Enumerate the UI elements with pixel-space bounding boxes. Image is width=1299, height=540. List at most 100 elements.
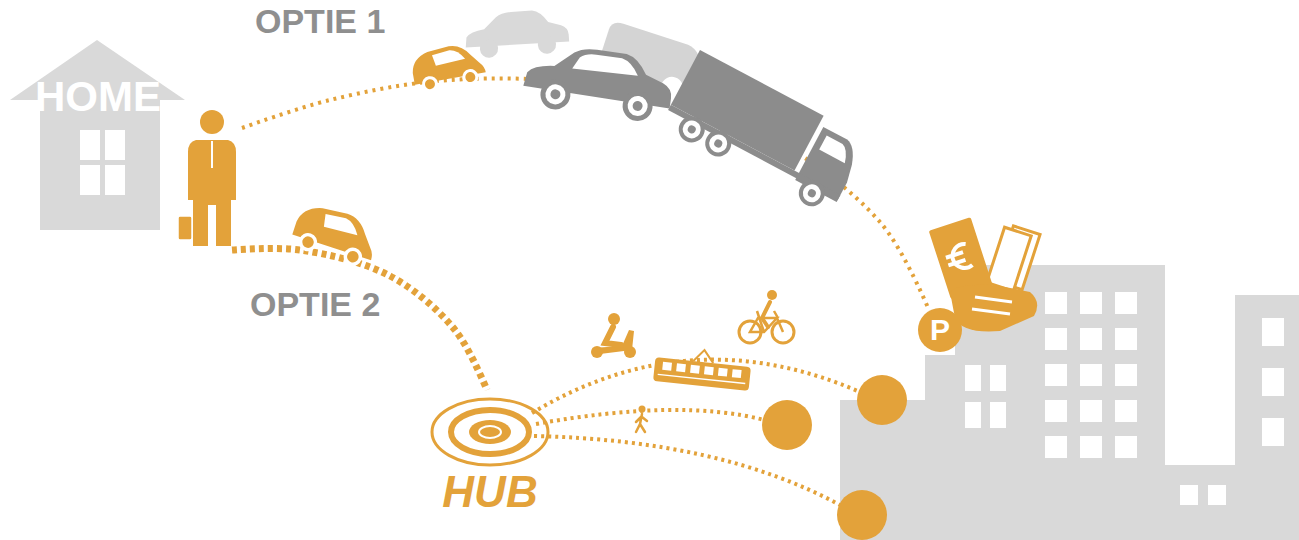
window [1045,292,1067,314]
house-window [80,165,100,195]
window [990,365,1006,391]
destination-dots [762,375,907,540]
car-wheel [544,83,567,106]
rider-body [762,302,770,327]
hub-node: HUB [425,390,555,522]
city-building [1235,295,1299,540]
car-wheel [621,89,655,123]
window [1180,485,1198,505]
hand-fist [950,285,1037,332]
route-line [536,410,764,424]
window [1262,418,1284,446]
tram-icon [653,345,752,391]
car-window [572,52,640,78]
destination-dot [857,375,907,425]
window [1045,328,1067,350]
pedestrian-head [639,406,646,413]
bank-notes [987,223,1040,293]
window [1115,328,1137,350]
truck-window [819,135,852,163]
home-node: HOME [10,38,242,250]
person-suit [188,140,236,246]
window [1080,328,1102,350]
parking-circle [918,308,962,352]
car-wheel [296,231,319,254]
gray-car [463,8,569,59]
route-line [232,248,487,390]
house-window [105,130,125,160]
window [965,365,981,391]
tram-window [690,365,700,374]
rider-body [605,327,621,345]
commuter-figure [178,110,236,246]
car-window [432,48,466,66]
window [1115,400,1137,422]
window [1262,318,1284,346]
car-wheel [421,75,440,94]
node-label: P [918,315,962,345]
rider-head [767,290,777,300]
car-wheel [550,89,561,100]
pedestrian-icon [636,406,647,433]
person-head [200,110,224,134]
window [1115,292,1137,314]
truck [659,50,869,217]
rider-head [608,313,620,325]
parking-node: P [918,308,962,352]
hub-center-ring [479,426,501,438]
truck-trailer [671,50,824,170]
truck-wheel [706,131,730,155]
tram-window [718,368,728,377]
destination-dot [837,490,887,540]
orange-car [289,200,383,272]
tram-body [653,357,751,391]
hub-ring [432,399,548,465]
car-wheel [479,39,498,58]
window [1080,436,1102,458]
hub-center [469,420,511,444]
window [1080,364,1102,386]
tram-window [704,366,714,375]
scooter-icon [591,313,636,358]
car-body [292,200,382,261]
car-wheel [537,35,556,54]
truck-wheel [713,138,724,149]
car-wheel [632,100,643,111]
truck-wheel [680,117,704,141]
tram-window [676,363,686,372]
car-wheel [626,95,649,118]
window [1045,436,1067,458]
route-label: OPTIE 1 [255,4,385,38]
car-window [322,212,362,238]
route-line [532,360,860,413]
truck-wheel [674,112,709,147]
orange-car [409,41,487,95]
hub-ring [451,410,529,454]
truck-wheel [794,176,829,211]
window [1115,364,1137,386]
car-wheel [461,68,480,87]
tram-pantograph [693,349,714,363]
window [990,402,1006,428]
hand-fingers [972,297,1012,314]
car-wheel [465,71,477,83]
node-outline [10,38,242,250]
city-skyline [840,265,1299,540]
window [1045,400,1067,422]
bicycle-icon [739,290,794,343]
car-body [409,41,485,85]
car-wheel [346,249,360,263]
euro-symbol [943,243,972,273]
window [1045,364,1067,386]
tram-stripe [658,374,746,383]
window [1208,485,1226,505]
house-window [105,165,125,195]
node-label: HOME [33,76,163,118]
city-building [1160,465,1240,540]
dark-car [521,40,677,125]
car-wheel [341,245,364,268]
route-line [242,78,929,310]
tram-window [662,362,672,371]
